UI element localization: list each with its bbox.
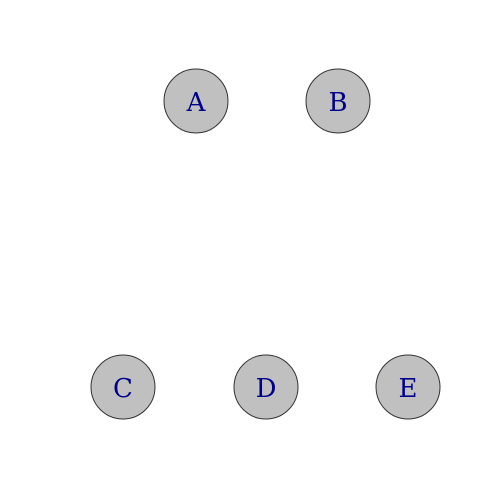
node-d: D bbox=[233, 354, 299, 420]
node-a-label: A bbox=[186, 88, 207, 118]
node-e: E bbox=[375, 354, 441, 420]
node-a-circle bbox=[163, 68, 229, 134]
node-d-circle bbox=[233, 354, 299, 420]
node-b-circle bbox=[305, 68, 371, 134]
node-e-label: E bbox=[399, 374, 418, 404]
node-e-circle bbox=[375, 354, 441, 420]
node-b: B bbox=[305, 68, 371, 134]
node-b-label: B bbox=[328, 88, 347, 118]
node-c-label: C bbox=[113, 374, 133, 404]
node-a: A bbox=[163, 68, 229, 134]
node-d-label: D bbox=[256, 374, 277, 404]
node-c-circle bbox=[90, 354, 156, 420]
node-c: C bbox=[90, 354, 156, 420]
